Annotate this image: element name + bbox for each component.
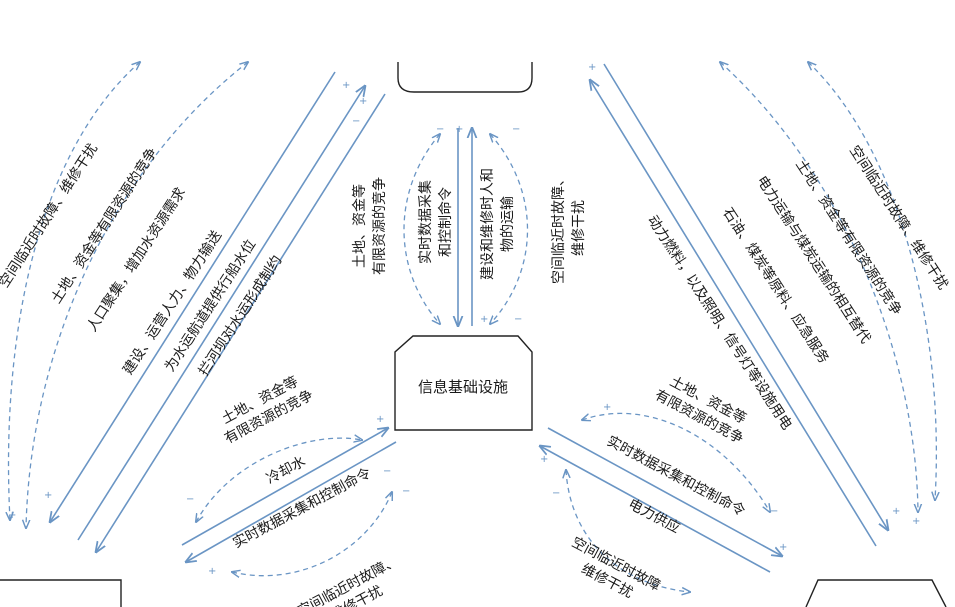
sign-minus: −: [383, 466, 391, 477]
sign-minus: −: [770, 506, 778, 517]
sign-plus: +: [480, 314, 488, 325]
sign-minus: −: [512, 124, 520, 135]
bottom-right-arrow-out: [547, 427, 782, 556]
center-node-box: [394, 335, 533, 431]
left-label-resource: 土地、资金等有限资源的竞争: [48, 145, 161, 307]
center-node-label: 信息基础设施: [418, 378, 508, 396]
sign-plus: +: [603, 402, 611, 413]
left-arrow-1: [50, 71, 336, 522]
left-outer-dashed-arc-2: [26, 62, 248, 528]
sign-minus: −: [436, 124, 444, 135]
left-labels: 空间临近时故障、维修干扰 土地、资金等有限资源的竞争 人口聚集，增加水资源需求 …: [0, 141, 285, 379]
sign-minus: −: [352, 116, 360, 127]
top-right-fault-line-2: 维修干扰: [571, 200, 587, 256]
left-arrow-2: [77, 86, 365, 541]
top-right-fault-label: 空间临近时故障、 维修干扰: [551, 172, 587, 284]
sign-minus: −: [514, 314, 522, 325]
top-node-box: [397, 62, 533, 93]
sign-plus: +: [455, 124, 463, 135]
sign-plus: +: [8, 510, 16, 521]
bottom-left-node-box: [0, 579, 122, 607]
top-left-dashed-arc: [403, 134, 440, 324]
top-data-command-label: 实时数据采集 和控制命令: [417, 180, 454, 264]
sign-minus: −: [552, 488, 560, 499]
top-right-fault-line-1: 空间临近时故障、: [551, 172, 567, 284]
bottom-right-data-label: 实时数据采集和控制命令: [604, 432, 748, 519]
bottom-right-node-box: [805, 579, 947, 607]
sign-plus: +: [376, 414, 384, 425]
top-left-resource-label: 土地、资金等 有限资源的竞争: [351, 177, 388, 275]
sign-plus: +: [779, 542, 787, 553]
top-transport-label: 建设和维修时人和 物的运输: [480, 168, 516, 280]
bottom-left-upper-dashed-arc: [196, 438, 362, 522]
sign-plus: +: [892, 506, 900, 517]
top-data-command-line-2: 和控制命令: [437, 187, 454, 257]
sign-plus: +: [208, 566, 216, 577]
bottom-left-lower-dashed-arc: [232, 492, 392, 576]
top-left-resource-line-2: 有限资源的竞争: [371, 177, 388, 275]
top-left-resource-line-1: 土地、资金等: [351, 184, 368, 268]
sign-plus: +: [540, 454, 548, 465]
top-data-command-line-1: 实时数据采集: [417, 180, 434, 264]
bottom-right-fault-label: 空间临近时故障 维修干扰: [569, 534, 663, 601]
bottom-left-fault-label: 空间临近时故障、 维修干扰: [295, 553, 401, 607]
sign-plus: +: [44, 490, 52, 501]
sign-plus: +: [342, 80, 350, 91]
bottom-right-power-label: 电力供应: [625, 495, 682, 536]
top-right-dashed-arc: [490, 134, 529, 324]
bottom-left-cooling-label: 冷却水: [264, 454, 309, 488]
right-outer-dashed-arc-2: [720, 62, 918, 512]
bottom-right-lower-dashed-arc: [566, 470, 690, 592]
bottom-right-resource-label: 土地、资金等 有限资源的竞争: [652, 373, 749, 448]
sign-plus: +: [359, 96, 367, 107]
sign-minus: −: [186, 494, 194, 505]
sign-minus: −: [402, 486, 410, 497]
bottom-left-resource-label: 土地、资金等 有限资源的竞争: [219, 373, 316, 448]
top-transport-line-2: 物的运输: [500, 196, 516, 252]
sign-plus: +: [912, 516, 920, 527]
right-arrow-2: [590, 80, 877, 547]
top-transport-line-1: 建设和维修时人和: [480, 168, 496, 280]
sign-plus: +: [588, 62, 596, 73]
